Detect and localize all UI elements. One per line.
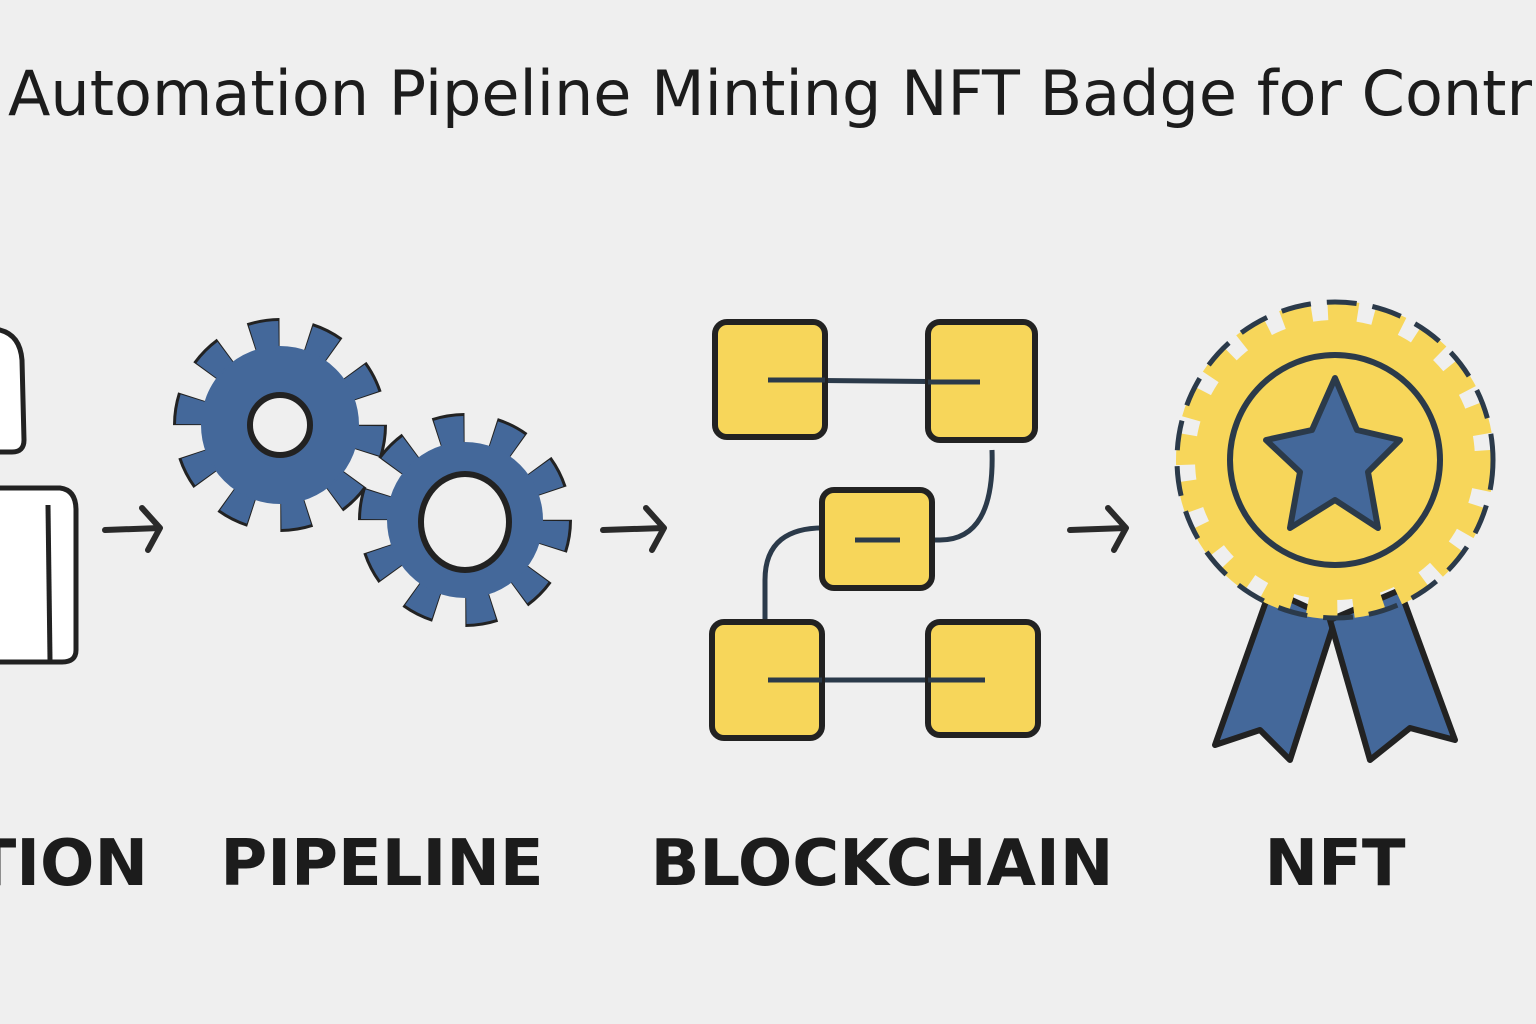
badge-icon [1174,299,1496,763]
blockchain-icon [709,319,1041,741]
stage-label: PIPELINE [220,827,543,901]
gear-icon [358,413,572,627]
arrow-icon [1067,505,1129,553]
stage-label: BLOCKCHAIN [651,827,1114,901]
stage-label: ATION [0,827,148,901]
arrow-icon [102,505,163,553]
arrow-icon [600,505,667,553]
gear-icon [173,318,387,532]
title: Automation Pipeline Minting NFT Badge fo… [8,57,1536,130]
stage-label: NFT [1265,827,1406,901]
gears-icon [173,318,572,627]
user-icon [0,327,79,665]
